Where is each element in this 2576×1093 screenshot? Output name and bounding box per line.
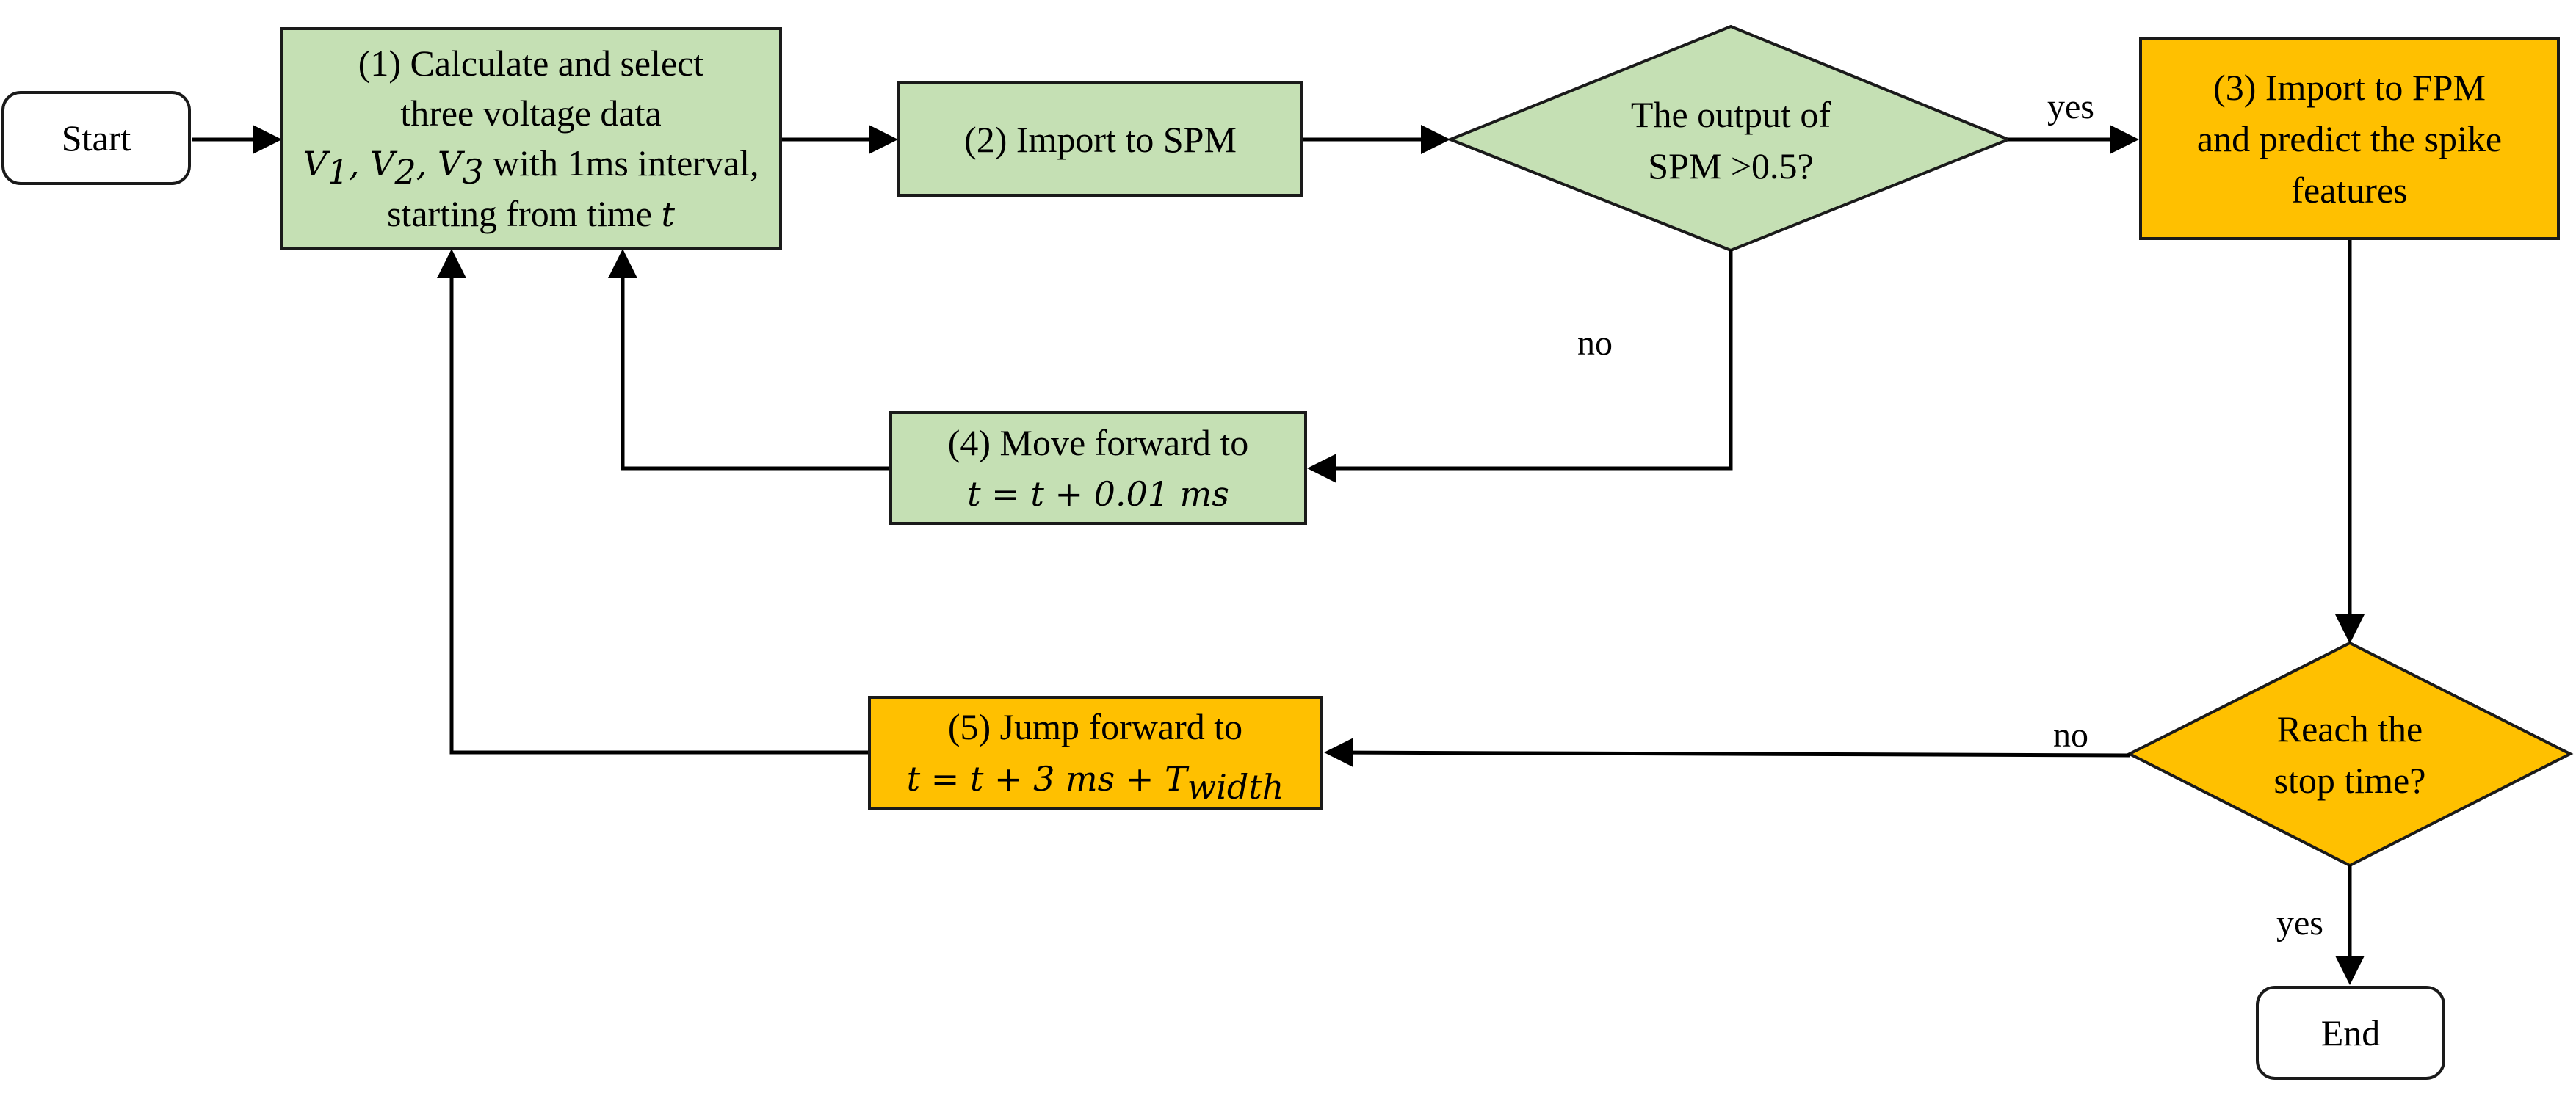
step1-line4: starting from time t [387,189,675,239]
step5-formula-subscript: width [1187,767,1284,807]
step3-line2: and predict the spike [2196,117,2503,159]
step2-import-spm-box[interactable]: (2) Import to SPM [897,81,1303,197]
step3-line3: features [2291,169,2408,211]
step1-line3-rest: with 1ms interval, [493,142,759,184]
decision1-line2: SPM >0.5? [1648,145,1814,186]
arrow-decision2-no-to-step5 [1324,738,2130,768]
start-label: Start [61,117,131,159]
step1-line3: V1, V2, V3 with 1ms interval, [303,142,759,192]
time-variable: t [661,195,676,234]
start-node[interactable]: Start [1,91,191,185]
decision1-line1: The output of [1630,93,1831,135]
edge-label-decision2-no: no [2053,716,2088,755]
decision1-text: The output of SPM >0.5? [1531,87,1931,193]
end-label: End [2320,1012,2381,1053]
v3-subscript: 3 [462,152,484,192]
decision2-line1: Reach the [2276,708,2423,749]
step5-line1: (5) Jump forward to [947,706,1243,747]
step4-line1: (4) Move forward to [947,421,1249,463]
arrow-step4-to-step1 [608,249,889,471]
v3-symbol: V [438,144,463,184]
step3-import-fpm-box[interactable]: (3) Import to FPM and predict the spike … [2139,37,2560,240]
arrow-step5-to-step1 [437,249,868,755]
edge-label-decision2-yes: yes [2276,904,2323,943]
step5-jump-forward-box[interactable]: (5) Jump forward to t = t + 3 ms + Twidt… [868,696,1323,810]
step1-line1: (1) Calculate and select [358,43,704,84]
end-node[interactable]: End [2256,986,2445,1080]
step4-move-forward-box[interactable]: (4) Move forward to t = t + 0.01 ms [889,411,1307,525]
v1-subscript: 1 [327,152,350,192]
v2-subscript: 2 [394,152,416,192]
step5-formula-main: t = t + 3 ms + T [906,759,1187,799]
step1-line2: three voltage data [400,92,662,134]
edge-label-decision1-yes: yes [2047,87,2094,126]
step1-calculate-select-box[interactable]: (1) Calculate and select three voltage d… [280,27,782,250]
arrow-decision1-no-to-step4 [1307,250,1733,483]
step1-line4-text: starting from time [386,193,653,234]
step5-formula: t = t + 3 ms + Twidth [907,752,1284,805]
decision2-line2: stop time? [2273,760,2426,801]
step4-formula: t = t + 0.01 ms [967,473,1229,514]
v1-symbol: V [303,144,328,184]
v2-symbol: V [370,144,395,184]
edge-label-decision1-no: no [1577,324,1613,363]
decision2-text: Reach the stop time? [2214,703,2486,806]
step2-label: (2) Import to SPM [964,118,1237,160]
step3-line1: (3) Import to FPM [2213,66,2486,108]
